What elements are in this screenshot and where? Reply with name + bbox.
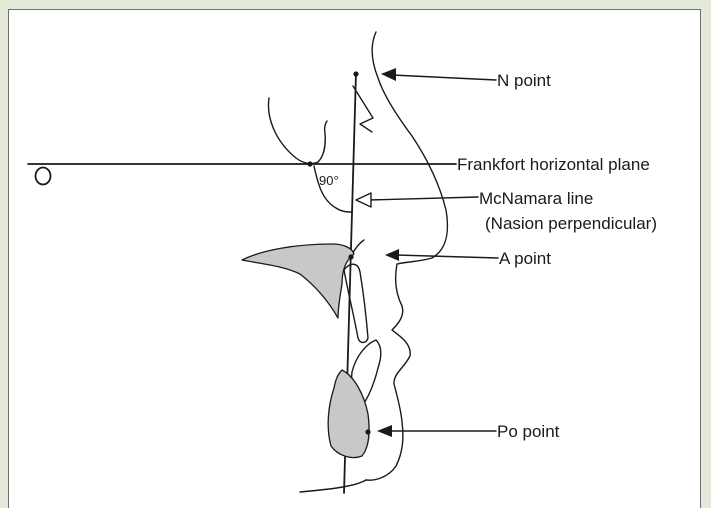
a-point-label: A point [499,249,551,268]
n-point-label: N point [497,71,551,90]
porion-ring [36,168,51,185]
mcnamara-arrow [356,193,478,207]
po-point-label: Po point [497,422,560,441]
maxilla-shape [242,244,354,318]
chin-neck-outline [300,480,366,492]
po-point-dot [365,429,370,434]
mcnamara-label: McNamara line [479,189,593,208]
n-point-dot [353,71,358,76]
frankfort-label: Frankfort horizontal plane [457,155,650,174]
a-point-dot [348,254,353,259]
n-point-arrow [381,68,496,81]
nasion-perpendicular-label: (Nasion perpendicular) [485,214,657,233]
orbit-outline [268,98,327,164]
po-point-arrow [377,425,496,437]
symphysis-shape [328,370,369,458]
a-point-arrow [385,249,498,261]
orbitale-dot [307,161,312,166]
angle-label: 90° [319,173,339,188]
upper-incisor [344,264,368,342]
